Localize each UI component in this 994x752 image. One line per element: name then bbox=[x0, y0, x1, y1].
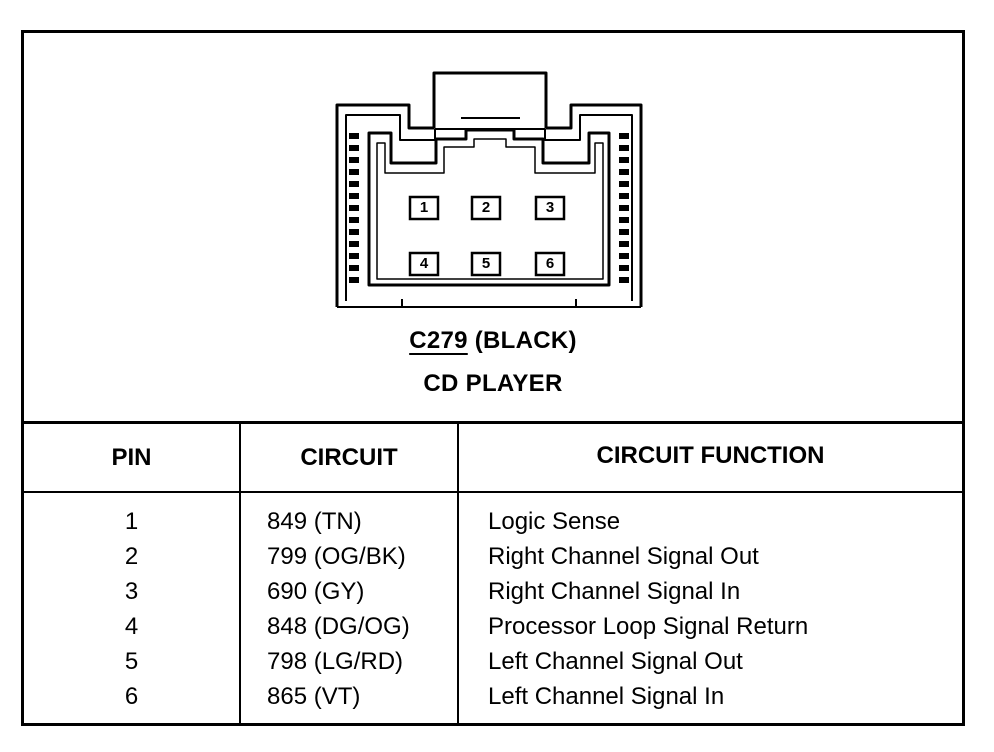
pin-number: 6 bbox=[545, 255, 555, 272]
pin-number: 2 bbox=[481, 199, 491, 216]
pin-cavity bbox=[408, 195, 440, 221]
pin-number: 1 bbox=[419, 199, 429, 216]
pin-cavity bbox=[470, 251, 502, 277]
function-column-header: CIRCUIT FUNCTION bbox=[596, 442, 825, 469]
connector-color: (BLACK) bbox=[474, 327, 577, 354]
pin-number: 4 bbox=[419, 255, 429, 272]
circuit-cell: 799 (OG/BK) bbox=[267, 543, 406, 570]
header-divider bbox=[24, 491, 962, 493]
pin-cavity bbox=[408, 251, 440, 277]
table-row: 3 690 (GY) Right Channel Signal In bbox=[24, 578, 962, 613]
circuit-cell: 865 (VT) bbox=[267, 683, 361, 710]
pin-column-header: PIN bbox=[111, 444, 152, 471]
connector-face-drawing bbox=[335, 71, 643, 308]
circuit-cell: 848 (DG/OG) bbox=[267, 613, 410, 640]
column-divider bbox=[457, 424, 459, 723]
function-cell: Right Channel Signal In bbox=[488, 578, 741, 605]
table-row: 6 865 (VT) Left Channel Signal In bbox=[24, 683, 962, 718]
function-cell: Right Channel Signal Out bbox=[488, 543, 759, 570]
pin-cell: 5 bbox=[124, 648, 139, 675]
table-row: 5 798 (LG/RD) Left Channel Signal Out bbox=[24, 648, 962, 683]
pin-cell: 4 bbox=[124, 613, 139, 640]
connector-diagram: 1 2 3 4 5 6 C279 (BLACK) CD PLAYER bbox=[24, 33, 962, 423]
pin-number: 3 bbox=[545, 199, 555, 216]
pin-cell: 3 bbox=[124, 578, 139, 605]
pin-cavity bbox=[534, 251, 566, 277]
circuit-cell: 690 (GY) bbox=[267, 578, 365, 605]
pin-number: 5 bbox=[481, 255, 491, 272]
column-divider bbox=[239, 424, 241, 723]
table-row: 2 799 (OG/BK) Right Channel Signal Out bbox=[24, 543, 962, 578]
function-cell: Left Channel Signal Out bbox=[488, 648, 743, 675]
connector-id: C279 bbox=[409, 327, 468, 354]
pin-cavity bbox=[534, 195, 566, 221]
circuit-cell: 849 (TN) bbox=[267, 508, 362, 535]
pin-cell: 1 bbox=[124, 508, 139, 535]
function-cell: Processor Loop Signal Return bbox=[488, 613, 809, 640]
connector-title: C279 (BLACK) bbox=[24, 327, 962, 355]
circuit-cell: 798 (LG/RD) bbox=[267, 648, 404, 675]
table-row: 4 848 (DG/OG) Processor Loop Signal Retu… bbox=[24, 613, 962, 648]
pin-cell: 6 bbox=[124, 683, 139, 710]
connector-name: CD PLAYER bbox=[423, 370, 563, 397]
pin-cell: 2 bbox=[124, 543, 139, 570]
function-cell: Logic Sense bbox=[488, 508, 621, 535]
function-cell: Left Channel Signal In bbox=[488, 683, 725, 710]
pinout-frame: 1 2 3 4 5 6 C279 (BLACK) CD PLAYER PIN C… bbox=[21, 30, 965, 726]
circuit-column-header: CIRCUIT bbox=[300, 444, 398, 471]
section-divider bbox=[24, 421, 962, 424]
pin-cavity bbox=[470, 195, 502, 221]
table-row: 1 849 (TN) Logic Sense bbox=[24, 508, 962, 543]
